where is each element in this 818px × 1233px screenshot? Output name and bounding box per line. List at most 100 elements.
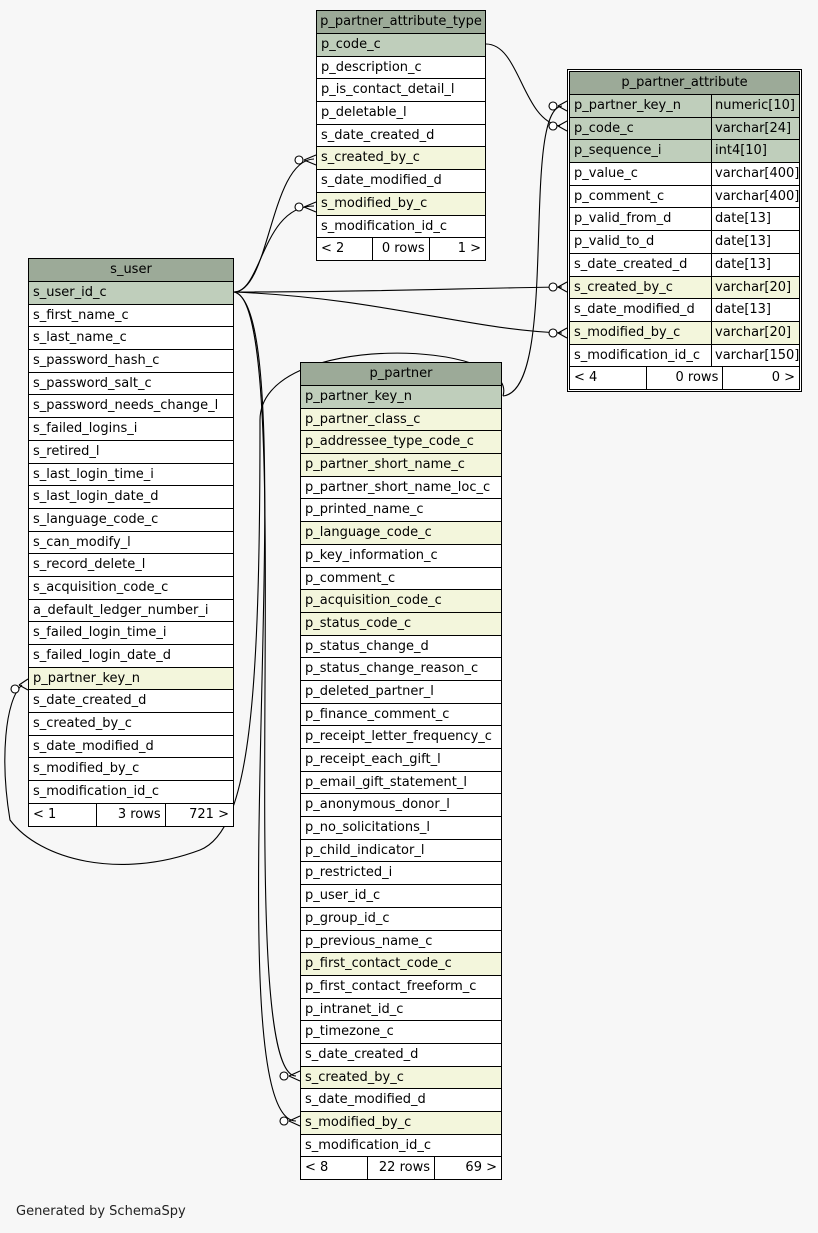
table-column-row[interactable]: s_date_created_d [29, 690, 233, 714]
table-column-row[interactable]: s_modification_id_c [301, 1135, 501, 1158]
table-column-row[interactable]: s_password_hash_c [29, 350, 233, 373]
table-column-row[interactable]: s_date_modified_d [301, 1089, 501, 1112]
table-column-row[interactable]: s_failed_login_time_i [29, 622, 233, 645]
parents-count[interactable]: < 8 [301, 1157, 368, 1180]
edge-crowfoot [288, 1115, 301, 1127]
table-column-row[interactable]: p_child_indicator_l [301, 840, 501, 863]
table-column-row[interactable]: p_status_code_c [301, 612, 501, 636]
table-column-row[interactable]: s_password_salt_c [29, 373, 233, 396]
table-column-row[interactable]: p_description_c [317, 57, 485, 80]
table-column-row[interactable]: p_comment_c [301, 568, 501, 591]
table-column-row[interactable]: p_status_change_d [301, 636, 501, 659]
table-column-row[interactable]: s_created_by_c [301, 1066, 501, 1090]
table-title[interactable]: p_partner [301, 363, 501, 386]
column-name: p_deletable_l [321, 105, 407, 121]
table-column-row[interactable]: s_password_needs_change_l [29, 395, 233, 419]
table-column-row[interactable]: s_date_created_d [301, 1044, 501, 1067]
table-column-row[interactable]: p_deletable_l [317, 102, 485, 125]
edge-end-marker [548, 101, 558, 111]
table-column-row[interactable]: p_timezone_c [301, 1021, 501, 1044]
table-column-row[interactable]: s_created_by_c [29, 713, 233, 736]
table-column-row[interactable]: p_no_solicitations_l [301, 817, 501, 840]
table-column-row[interactable]: p_first_contact_code_c [301, 953, 501, 976]
children-count[interactable]: 0 > [771, 370, 796, 386]
column-name: s_modification_id_c [33, 784, 159, 800]
table-column-row[interactable]: s_date_modified_d [29, 736, 233, 759]
children-count[interactable]: 721 > [189, 806, 229, 822]
table-column-row[interactable]: p_user_id_c [301, 885, 501, 908]
table-column-row[interactable]: p_status_change_reason_c [301, 658, 501, 681]
table-column-row[interactable]: p_printed_name_c [301, 499, 501, 523]
table-column-row[interactable]: s_acquisition_code_c [29, 577, 233, 600]
table-column-row[interactable]: p_partner_key_n [29, 667, 233, 691]
parents-count[interactable]: < 4 [570, 367, 647, 390]
table-column-row[interactable]: s_failed_logins_i [29, 418, 233, 441]
column-name: s_date_modified_d [321, 173, 442, 189]
table-column-row[interactable]: p_previous_name_c [301, 931, 501, 954]
table-column-row[interactable]: s_user_id_c [29, 282, 233, 305]
column-name: p_first_contact_code_c [305, 956, 452, 972]
table-column-row[interactable]: p_code_c [317, 34, 485, 57]
table-column-row[interactable]: p_anonymous_donor_l [301, 794, 501, 818]
table-column-row[interactable]: p_intranet_id_c [301, 999, 501, 1022]
table-column-row[interactable]: s_date_modified_d [317, 170, 485, 193]
parents-count[interactable]: < 1 [29, 803, 98, 826]
table-column-row[interactable]: s_modified_by_c [301, 1112, 501, 1135]
table-column-row[interactable]: s_modified_by_c [317, 192, 485, 216]
table-column-row[interactable]: p_receipt_each_gift_l [301, 749, 501, 772]
table-column-row[interactable]: p_restricted_i [301, 862, 501, 886]
table-column-row[interactable]: p_email_gift_statement_l [301, 772, 501, 795]
children-count[interactable]: 1 > [457, 241, 481, 257]
table-column-row[interactable]: p_partner_key_n [301, 386, 501, 409]
table-column-row[interactable]: p_first_contact_freeform_c [301, 976, 501, 999]
table-title[interactable]: p_partner_attribute_type [317, 11, 485, 34]
table-column-row[interactable]: s_last_login_time_i [29, 464, 233, 487]
table-column-row[interactable]: s_modification_id_c [317, 216, 485, 239]
table-column-row[interactable]: p_partner_short_name_loc_c [301, 477, 501, 500]
table-column-row[interactable]: p_language_code_c [301, 522, 501, 545]
table-title[interactable]: s_user [29, 259, 233, 282]
table-column-row[interactable]: p_partner_class_c [301, 408, 501, 432]
table-column-row[interactable]: p_finance_comment_c [301, 704, 501, 727]
children-count[interactable]: 69 > [465, 1160, 497, 1176]
table-column-row[interactable]: p_group_id_c [301, 908, 501, 931]
table-column-row[interactable]: s_retired_l [29, 441, 233, 464]
table-column-row[interactable]: p_addressee_type_code_c [301, 431, 501, 455]
table-column-row[interactable]: s_created_by_c [317, 147, 485, 171]
table-column-row[interactable]: s_date_created_d [317, 125, 485, 148]
table-column-row[interactable]: s_modified_by_c [29, 758, 233, 782]
table-column-row[interactable]: p_partner_short_name_c [301, 454, 501, 477]
table-column-row[interactable]: p_receipt_letter_frequency_c [301, 726, 501, 749]
table-column-row[interactable]: s_can_modify_l [29, 532, 233, 555]
table-column-row[interactable]: p_acquisition_code_c [301, 590, 501, 613]
parents-count[interactable]: < 2 [317, 238, 374, 261]
table-column-row[interactable]: a_default_ledger_number_i [29, 600, 233, 623]
table-column-row[interactable]: s_last_name_c [29, 327, 233, 351]
table-column-row[interactable]: s_last_login_date_d [29, 486, 233, 509]
table-column-row[interactable]: s_first_name_c [29, 305, 233, 328]
table-column-row[interactable]: s_modification_id_c [29, 781, 233, 804]
table-column-row[interactable]: s_record_delete_l [29, 554, 233, 577]
table-title[interactable]: p_partner_attribute [570, 72, 799, 95]
table-column-row[interactable]: p_deleted_partner_l [301, 681, 501, 704]
table-column-row[interactable]: p_is_contact_detail_l [317, 79, 485, 103]
table-column-row[interactable]: s_failed_login_date_d [29, 645, 233, 668]
table-column-row[interactable]: s_language_code_c [29, 509, 233, 532]
table-column-row[interactable]: p_key_information_c [301, 545, 501, 568]
